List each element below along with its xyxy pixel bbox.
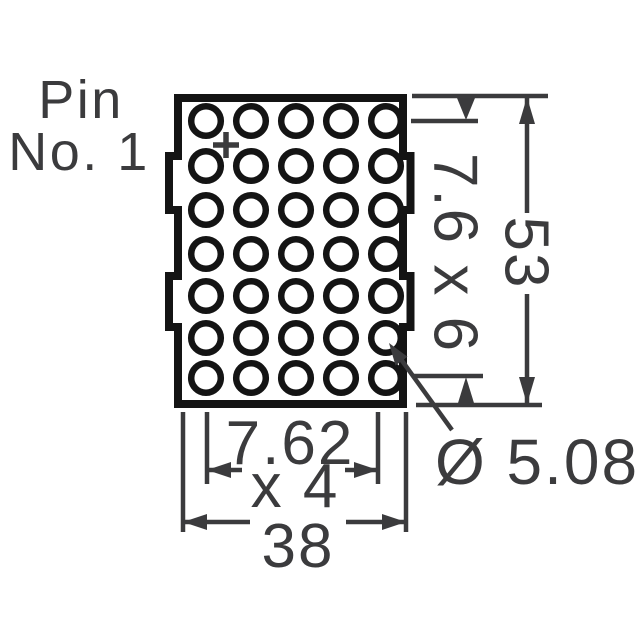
dimension-overall-width: 38	[183, 512, 406, 581]
led-dot	[187, 191, 225, 229]
arrowhead-up-icon	[458, 377, 474, 403]
led-dot	[367, 277, 405, 315]
arrowhead-up-icon	[519, 97, 535, 124]
overall-width-value: 38	[262, 512, 335, 581]
led-dot	[367, 359, 405, 397]
led-dot	[232, 277, 270, 315]
dimension-overall-height: 53	[491, 97, 560, 404]
led-dot	[277, 147, 315, 185]
led-dot	[322, 359, 360, 397]
led-dot	[322, 147, 360, 185]
pin1-cross-marker	[213, 132, 239, 158]
led-dot	[277, 102, 315, 140]
led-dot	[367, 147, 405, 185]
arrowhead-right-icon	[382, 514, 406, 530]
led-dot	[187, 102, 225, 140]
led-dot	[322, 191, 360, 229]
led-dot	[187, 359, 225, 397]
led-dot	[187, 235, 225, 273]
dimension-horizontal-pitch: 7.62 x 4	[207, 409, 378, 521]
led-dot	[277, 191, 315, 229]
arrowhead-left-icon	[207, 462, 231, 478]
led-dot	[232, 359, 270, 397]
led-dot	[322, 319, 360, 357]
led-dot	[367, 319, 405, 357]
led-dot	[322, 235, 360, 273]
led-dot	[232, 191, 270, 229]
dot-grid	[187, 102, 405, 397]
led-dot	[232, 235, 270, 273]
led-dot	[367, 191, 405, 229]
leader-line	[393, 349, 454, 432]
led-dot	[277, 319, 315, 357]
horizontal-pitch-count: x 4	[251, 452, 340, 521]
led-dot	[277, 235, 315, 273]
dimension-dot-diameter: Ø 5.08	[389, 343, 639, 498]
led-dot	[187, 319, 225, 357]
dimension-vertical-pitch: 7.6 x 6	[420, 98, 489, 403]
pin1-label: Pin No. 1	[8, 70, 150, 182]
pin1-label-line2: No. 1	[8, 122, 150, 182]
overall-height-value: 53	[491, 217, 560, 290]
led-dot	[232, 147, 270, 185]
led-dot	[367, 235, 405, 273]
arrowhead-down-icon	[457, 98, 475, 120]
led-dot	[322, 277, 360, 315]
dot-diameter-value: Ø 5.08	[435, 426, 639, 498]
led-dot	[367, 102, 405, 140]
arrowhead-right-icon	[354, 462, 378, 478]
led-dot	[232, 102, 270, 140]
led-dot	[322, 102, 360, 140]
led-dot	[277, 359, 315, 397]
horizontal-pitch-value: 7.62	[226, 409, 355, 478]
vertical-pitch-value: 7.6 x 6	[420, 153, 489, 353]
led-dot	[277, 277, 315, 315]
arrowhead-left-icon	[183, 514, 207, 530]
pin1-label-line1: Pin	[38, 70, 124, 130]
arrowhead-down-icon	[519, 377, 535, 404]
led-dot	[187, 147, 225, 185]
arrowhead-upleft-icon	[389, 343, 408, 366]
led-dot	[187, 277, 225, 315]
led-dot	[232, 319, 270, 357]
